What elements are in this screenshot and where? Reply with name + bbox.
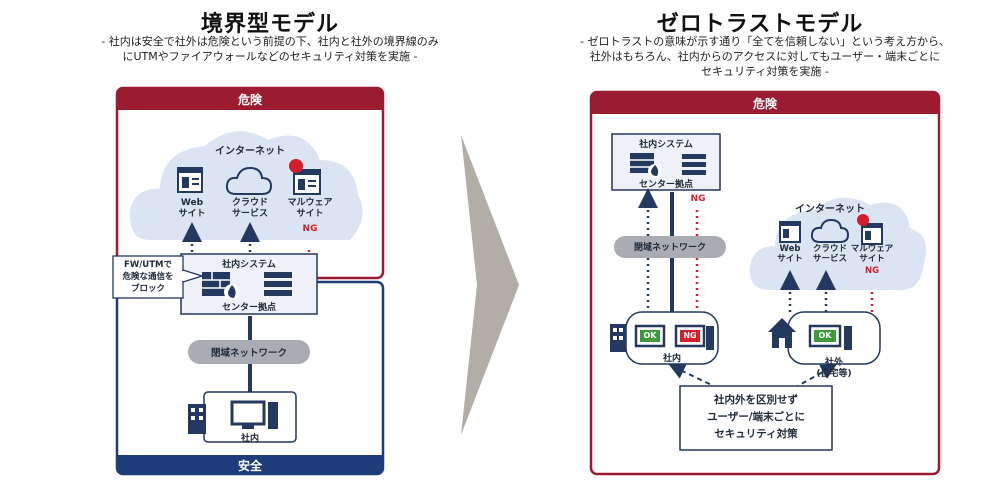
- right-outside-label: 社外(自宅等): [816, 358, 852, 379]
- left-subtitle-1: - 社内は安全で社外は危険という前提の下、社内と社外の境界線のみ: [101, 35, 439, 48]
- right-ok-office: OK: [643, 331, 657, 340]
- left-title: 境界型モデル: [200, 12, 339, 37]
- transition-arrow: [461, 135, 519, 435]
- fw-callout-box: [112, 255, 184, 299]
- ng-pc-icon: [674, 324, 714, 350]
- right-ng-cloud-label: NG: [864, 266, 880, 276]
- right-cloud-label: クラウドサービス: [812, 244, 847, 264]
- right-subtitle-3: セキュリティ対策を実施 -: [701, 65, 829, 78]
- zt-closed-network-pill: [614, 236, 726, 258]
- internet-cloud: [130, 131, 363, 240]
- firewall-icon: [202, 272, 240, 300]
- building-icon: [188, 404, 206, 434]
- zt-building-icon: [610, 324, 626, 352]
- left-safe-label: 安全: [237, 459, 262, 473]
- zt-cloud-service-icon: [810, 218, 850, 243]
- zt-policy-box: [679, 385, 833, 451]
- cloud-service-icon: [225, 166, 273, 195]
- right-ok-outside: OK: [818, 331, 832, 340]
- left-internet-label: インターネット: [215, 146, 285, 157]
- malware-site-icon: [289, 159, 321, 195]
- right-subtitle-2: 社外はもちろん、社内からのアクセスに対してもユーザー・端末ごとに: [589, 50, 941, 63]
- perimeter-model-diagram: [112, 86, 385, 476]
- right-danger-label: 危険: [752, 97, 777, 111]
- left-office-label: 社内: [240, 434, 259, 444]
- right-subtitle-1: - ゼロトラストの意味が示す通り「全てを信頼しない」という考え方から、: [579, 35, 951, 48]
- left-subtitle-2: にUTMやファイアウォールなどのセキュリティ対策を実施 -: [122, 50, 418, 63]
- server-icon: [264, 272, 292, 296]
- closed-network-pill: [188, 340, 310, 364]
- right-system-label: 社内システム: [639, 140, 693, 150]
- right-internet-label: インターネット: [795, 204, 865, 215]
- zt-web-site-icon: [779, 221, 801, 243]
- zt-firewall-icon: [630, 153, 662, 178]
- zt-malware-site-icon: [857, 214, 883, 245]
- right-office-label: 社内: [662, 354, 681, 364]
- zero-trust-diagram: [589, 90, 941, 476]
- left-center-label: センター拠点: [221, 303, 276, 313]
- zt-internet-cloud: [749, 197, 927, 290]
- left-malware-label: マルウェアサイト: [287, 198, 333, 219]
- left-ng-label: NG: [302, 224, 318, 234]
- web-site-icon: [177, 167, 203, 193]
- pc-icon: [230, 400, 278, 429]
- zt-ok-pc-icon: [808, 324, 852, 350]
- left-cloud-label: クラウドサービス: [231, 198, 268, 219]
- home-icon: [768, 318, 796, 348]
- left-danger-label: 危険: [237, 93, 262, 107]
- right-title: ゼロトラストモデル: [656, 12, 864, 37]
- right-policy-text: 社内外を区別せずユーザー/端末ごとにセキュリティ対策: [706, 394, 806, 440]
- zt-server-icon: [682, 154, 706, 175]
- right-ng-office: NG: [683, 331, 697, 340]
- ok-pc-icon: [634, 324, 666, 348]
- left-network-label: 閉域ネットワーク: [210, 348, 287, 359]
- right-network-label: 閉域ネットワーク: [633, 243, 706, 253]
- right-ng-top-label: NG: [690, 194, 706, 204]
- left-system-label: 社内システム: [222, 260, 276, 270]
- right-center-label: センター拠点: [638, 180, 693, 190]
- right-malware-label: マルウェアサイト: [850, 244, 894, 264]
- left-callout-text: FW/UTMで危険な通信をブロック: [122, 260, 174, 294]
